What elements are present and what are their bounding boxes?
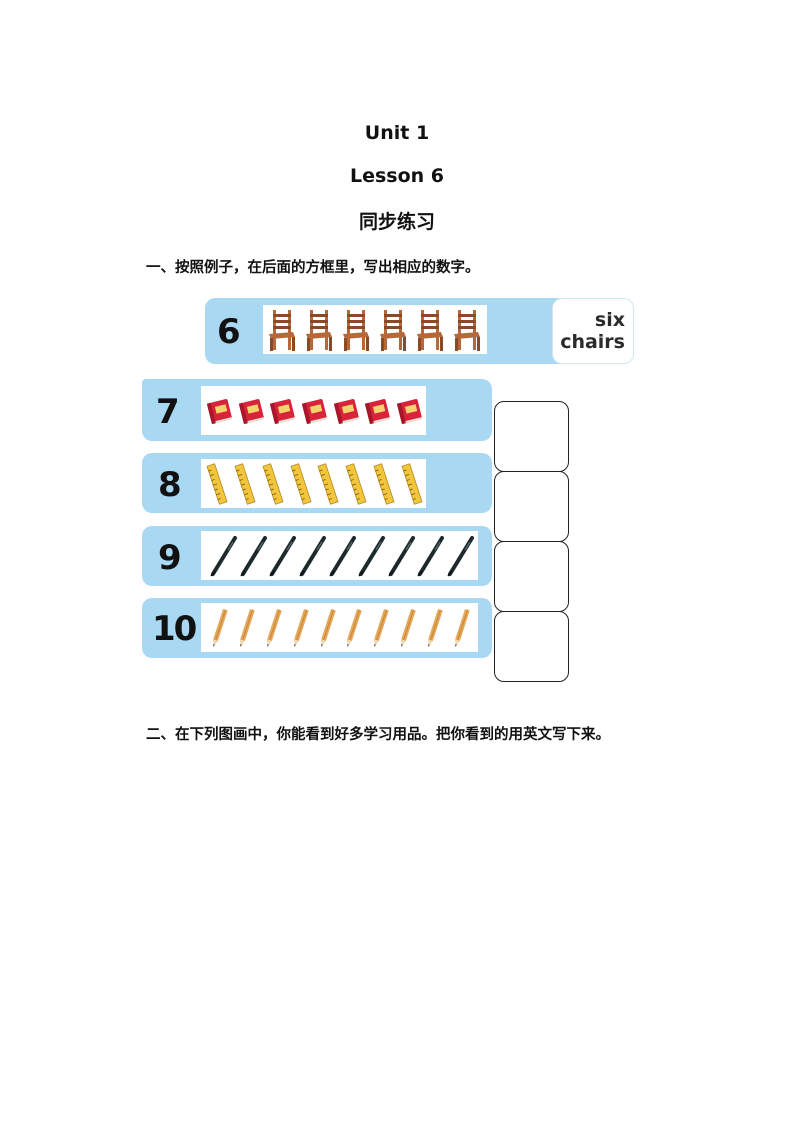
pen-icon	[239, 535, 268, 577]
book-icon	[300, 396, 329, 426]
ruler-icon	[316, 463, 340, 505]
section1-instruction: 一、按照例子，在后面的方框里，写出相应的数字。	[146, 260, 480, 276]
row-number: 9	[158, 538, 182, 578]
pencil-icon	[341, 607, 367, 649]
pen-items	[209, 534, 475, 578]
book-icon	[237, 396, 266, 426]
example-number: 6	[217, 312, 241, 352]
pen-icon	[416, 535, 445, 577]
ruler-icon	[400, 463, 424, 505]
row-picture-panel	[201, 603, 478, 652]
pencil-items	[207, 606, 475, 650]
chair-icon	[378, 308, 408, 352]
row-picture-panel	[201, 531, 478, 580]
example-word-item: chairs	[560, 331, 625, 353]
example-word-number: six	[594, 309, 625, 331]
pen-icon	[357, 535, 386, 577]
pencil-icon	[422, 607, 448, 649]
example-picture-panel	[263, 305, 487, 354]
pencil-icon	[261, 607, 287, 649]
answer-box-7[interactable]	[494, 401, 569, 472]
row-picture-panel	[201, 459, 426, 508]
pencil-icon	[288, 607, 314, 649]
book-icon	[268, 396, 297, 426]
unit-title: Unit 1	[364, 122, 430, 144]
row-number: 10	[152, 609, 197, 649]
row-number: 8	[158, 465, 182, 505]
answer-box-8[interactable]	[494, 471, 569, 542]
ruler-icon	[233, 463, 257, 505]
pencil-icon	[315, 607, 341, 649]
pencil-icon	[449, 607, 475, 649]
chair-items	[267, 307, 487, 353]
pen-icon	[268, 535, 297, 577]
ruler-icon	[205, 463, 229, 505]
chair-icon	[267, 308, 297, 352]
ruler-icon	[261, 463, 285, 505]
chair-icon	[452, 308, 482, 352]
example-word-card: six chairs	[552, 298, 634, 364]
book-items	[205, 389, 425, 433]
lesson-title: Lesson 6	[349, 165, 445, 187]
chair-icon	[415, 308, 445, 352]
ruler-items	[205, 462, 425, 506]
chair-icon	[304, 308, 334, 352]
ruler-icon	[344, 463, 368, 505]
row-number: 7	[156, 392, 180, 432]
pencil-icon	[368, 607, 394, 649]
pen-icon	[387, 535, 416, 577]
section2-instruction: 二、在下列图画中，你能看到好多学习用品。把你看到的用英文写下来。	[146, 727, 610, 743]
book-icon	[205, 396, 234, 426]
ruler-icon	[289, 463, 313, 505]
chair-icon	[341, 308, 371, 352]
book-icon	[363, 396, 392, 426]
worksheet-subtitle: 同步练习	[358, 211, 435, 233]
pen-icon	[328, 535, 357, 577]
pencil-icon	[234, 607, 260, 649]
row-picture-panel	[201, 386, 426, 435]
book-icon	[332, 396, 361, 426]
pen-icon	[446, 535, 475, 577]
pen-icon	[209, 535, 238, 577]
ruler-icon	[372, 463, 396, 505]
pen-icon	[298, 535, 327, 577]
book-icon	[395, 396, 424, 426]
answer-box-10[interactable]	[494, 611, 569, 682]
pencil-icon	[207, 607, 233, 649]
answer-box-9[interactable]	[494, 541, 569, 612]
pencil-icon	[395, 607, 421, 649]
